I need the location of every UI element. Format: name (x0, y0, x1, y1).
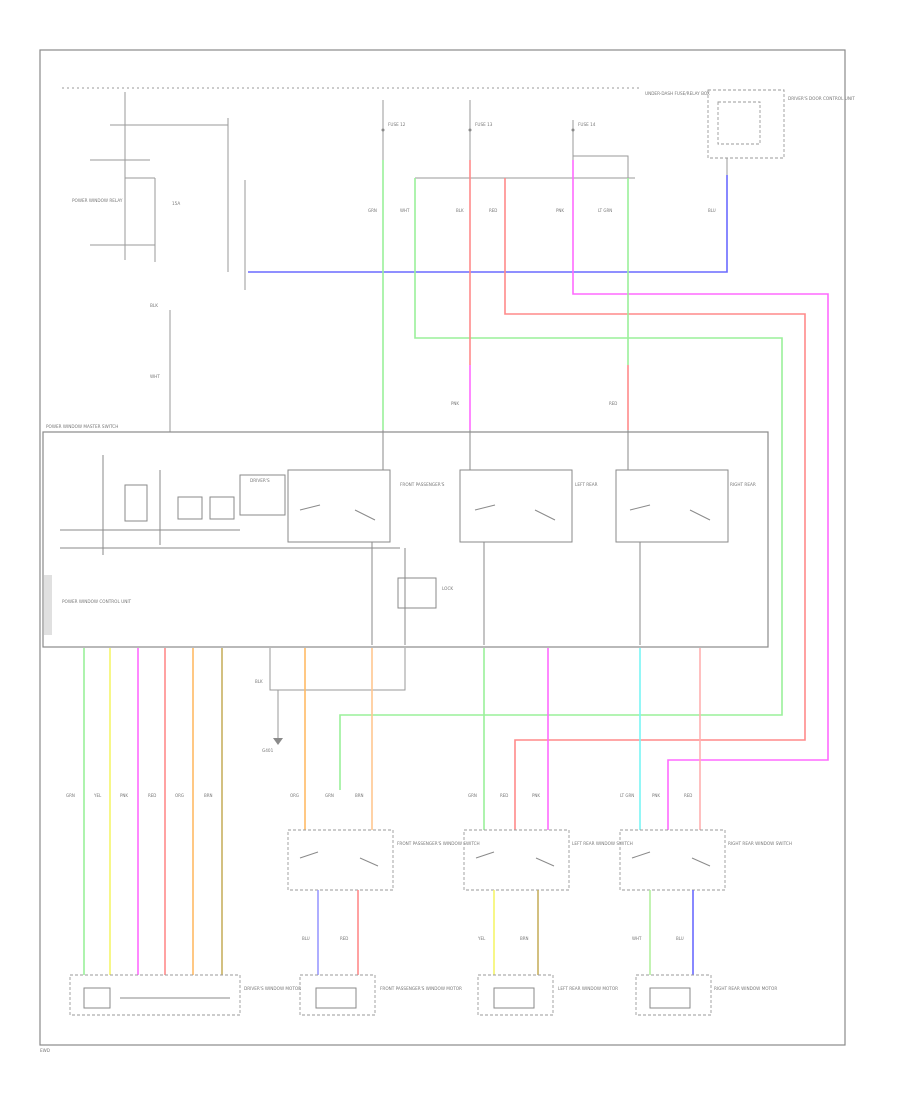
code-org-left: ORG (175, 793, 184, 798)
code-ltgrn-rr: LT GRN (620, 793, 634, 798)
ground-bus (269, 648, 406, 691)
code-mid-2: WHT (150, 374, 160, 379)
front-pass-window-switch: FRONT PASSENGER'S WINDOW SWITCH (287, 829, 480, 891)
master-right-rear-switch: RIGHT REAR (615, 430, 756, 543)
code-brn-fp: BRN (355, 793, 364, 798)
code-red-mid: RED (609, 401, 617, 406)
code-blu-fp: BLU (302, 936, 310, 941)
left-rear-window-motor: LEFT REAR WINDOW MOTOR (477, 974, 618, 1016)
ground-symbol (273, 738, 283, 745)
red-wire-loop (504, 178, 806, 830)
front-pass-motor-label: FRONT PASSENGER'S WINDOW MOTOR (380, 986, 462, 991)
driver-motor-label: DRIVER'S WINDOW MOTOR (244, 986, 301, 991)
code-grn-lr: GRN (468, 793, 477, 798)
master-switch-tab (44, 575, 52, 635)
code-grn-top: GRN (368, 208, 377, 213)
fuse-1-label: FUSE 12 (388, 122, 406, 127)
code-blk-ground: BLK (255, 679, 263, 684)
fuse-1: FUSE 12 (381, 100, 406, 160)
pink-wire-loop (572, 160, 829, 830)
under-dash-label: UNDER-DASH FUSE/RELAY BOX (645, 91, 710, 96)
code-red-lr: RED (500, 793, 508, 798)
code-ltgrn-top: LT GRN (598, 208, 612, 213)
fuse-4-wire (573, 155, 629, 180)
driver-door-control-unit-box (707, 89, 785, 159)
master-left-rear-switch: LEFT REAR (459, 430, 598, 543)
fuse-3-label: FUSE 14 (578, 122, 596, 127)
code-grn-left: GRN (66, 793, 75, 798)
svg-text:LOCK: LOCK (442, 586, 453, 591)
code-blk-top: BLK (456, 208, 464, 213)
fuse-label-relay: 15A (172, 201, 180, 206)
svg-text:RIGHT REAR: RIGHT REAR (730, 482, 756, 487)
fuse-2-label: FUSE 13 (475, 122, 493, 127)
right-rear-window-switch: RIGHT REAR WINDOW SWITCH (619, 829, 792, 891)
relay-label: POWER WINDOW RELAY (72, 198, 123, 203)
code-pnk-top: PNK (556, 208, 564, 213)
blue-wire (248, 175, 728, 273)
code-wht-rr: WHT (632, 936, 642, 941)
code-pnk-rr: PNK (652, 793, 660, 798)
master-switch-box (42, 431, 769, 648)
svg-text:LEFT REAR: LEFT REAR (575, 482, 598, 487)
code-brn-lr: BRN (520, 936, 529, 941)
master-lock-switch: LOCK (397, 577, 453, 609)
code-pnk-mid: PNK (451, 401, 459, 406)
code-pnk-left: PNK (120, 793, 128, 798)
driver-window-motor: DRIVER'S WINDOW MOTOR (69, 974, 301, 1016)
code-red-rr: RED (684, 793, 692, 798)
code-blu-top: BLU (708, 208, 716, 213)
code-wht-top: WHT (400, 208, 410, 213)
corner-code: EWD (40, 1048, 50, 1053)
master-switch-label: POWER WINDOW MASTER SWITCH (46, 424, 118, 429)
right-rear-motor-label: RIGHT REAR WINDOW MOTOR (714, 986, 777, 991)
control-unit-label: POWER WINDOW CONTROL UNIT (62, 599, 132, 604)
fuse-3: FUSE 14 (571, 120, 596, 160)
right-rear-window-motor: RIGHT REAR WINDOW MOTOR (635, 974, 777, 1016)
left-rear-switch-label: LEFT REAR WINDOW SWITCH (572, 841, 633, 846)
driver-door-control-unit-label: DRIVER'S DOOR CONTROL UNIT (788, 96, 855, 101)
code-grn-fp: GRN (325, 793, 334, 798)
left-rear-motor-label: LEFT REAR WINDOW MOTOR (558, 986, 618, 991)
diagram-frame (39, 49, 846, 1046)
code-blu-rr: BLU (676, 936, 684, 941)
code-mid-1: BLK (150, 303, 158, 308)
code-red-top: RED (489, 208, 497, 213)
svg-text:DRIVER'S: DRIVER'S (250, 478, 270, 483)
code-red-fp: RED (340, 936, 348, 941)
code-yel-left: YEL (93, 793, 102, 798)
master-internal-left: DRIVER'S (60, 455, 400, 555)
master-front-pass-switch: FRONT PASSENGER'S (287, 430, 445, 543)
right-rear-switch-label: RIGHT REAR WINDOW SWITCH (728, 841, 792, 846)
code-red-left: RED (148, 793, 156, 798)
front-pass-window-motor: FRONT PASSENGER'S WINDOW MOTOR (299, 974, 462, 1016)
code-pnk-lr: PNK (532, 793, 540, 798)
driver-door-control-unit-inner (717, 101, 761, 145)
green-wire-loop (339, 178, 783, 790)
fuse-2: FUSE 13 (468, 100, 493, 160)
svg-text:FRONT PASSENGER'S: FRONT PASSENGER'S (400, 482, 445, 487)
code-brn-left: BRN (204, 793, 213, 798)
ground-label: G401 (262, 748, 274, 753)
code-yel-lr: YEL (477, 936, 486, 941)
code-org-fp: ORG (290, 793, 299, 798)
front-pass-switch-label: FRONT PASSENGER'S WINDOW SWITCH (397, 841, 480, 846)
left-rear-window-switch: LEFT REAR WINDOW SWITCH (463, 829, 633, 891)
